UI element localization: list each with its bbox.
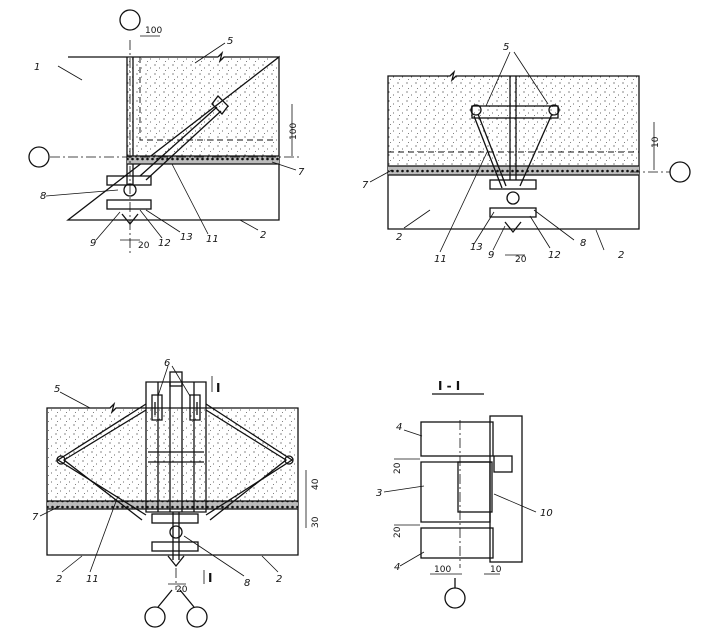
dimension-label: 20 <box>393 462 403 474</box>
callout-label: 3 <box>376 488 382 499</box>
callout-label: 10 <box>540 508 553 519</box>
bolt-node <box>169 525 183 539</box>
axis-marker-circle <box>144 606 166 628</box>
concrete-core <box>420 461 491 523</box>
callout-label: 1 <box>34 62 40 73</box>
callout-label: 2 <box>56 574 62 585</box>
dimension-label: 20 <box>176 585 188 595</box>
callout-label: 2 <box>276 574 282 585</box>
section-title: I - I <box>438 379 460 393</box>
dimension-label: 20 <box>393 526 403 538</box>
axis-marker-circle <box>669 161 691 183</box>
sealing-band <box>127 156 279 164</box>
section-mark: I <box>216 381 220 395</box>
sealing-band <box>47 501 298 509</box>
tie-rod-right <box>205 403 294 516</box>
dimension-label: 100 <box>434 565 451 575</box>
insulation-layer <box>388 76 639 166</box>
callout-label: 11 <box>434 254 447 265</box>
panel-upper <box>420 421 494 457</box>
bolt-node <box>506 191 520 205</box>
detail-top-right: 5 7 2 11 13 9 12 8 2 10 20 <box>362 42 691 265</box>
insulation-layer <box>47 408 298 501</box>
dimension-label: 100 <box>289 123 299 140</box>
callout-label: 9 <box>90 238 96 249</box>
callout-label: 13 <box>180 232 193 243</box>
dimension-label: 10 <box>490 565 502 575</box>
anchor-plate <box>211 95 229 115</box>
axis-marker-circle <box>119 9 141 31</box>
dimension-label: 10 <box>651 136 661 148</box>
callout-label: 2 <box>618 250 624 261</box>
callout-label: 7 <box>298 167 305 178</box>
callout-label: 8 <box>580 238 586 249</box>
callout-label: 11 <box>206 234 219 245</box>
panel-outline <box>46 401 299 556</box>
callout-label: 7 <box>362 180 369 191</box>
section-mark: I <box>208 571 212 585</box>
callout-label: 11 <box>86 574 99 585</box>
detail-top-left: 1 5 7 8 9 12 13 11 2 100 100 20 <box>28 9 305 255</box>
callout-label: 5 <box>227 36 233 47</box>
insulation-layer <box>127 57 279 156</box>
section-i-i: I - I 4 3 10 4 20 20 100 10 <box>376 379 553 609</box>
callout-label: 4 <box>396 422 402 433</box>
callout-label: 13 <box>470 242 483 253</box>
tie-rod-left <box>56 403 147 516</box>
insulation-layer <box>489 415 523 563</box>
axis-marker-circle <box>444 587 466 609</box>
callout-label: 12 <box>158 238 171 249</box>
dimension-label: 30 <box>311 516 321 528</box>
panel-outline <box>387 69 640 230</box>
callout-label: 8 <box>244 578 250 589</box>
column-profile <box>145 381 207 513</box>
callout-label: 9 <box>488 250 494 261</box>
dimension-label: 20 <box>138 241 150 251</box>
sealing-band <box>388 166 639 175</box>
callout-label: 5 <box>503 42 509 53</box>
panel-lower <box>420 527 494 559</box>
detail-bottom-left: 5 6 7 2 11 8 2 I I 40 30 20 <box>32 358 321 628</box>
callout-label: 12 <box>548 250 561 261</box>
dimension-label: 20 <box>515 255 527 265</box>
axis-marker-circle <box>28 146 50 168</box>
callout-label: 2 <box>396 232 402 243</box>
callout-label: 4 <box>394 562 400 573</box>
callout-label: 5 <box>54 384 60 395</box>
dimension-label: 100 <box>145 26 162 36</box>
panel-outline <box>66 50 280 221</box>
callout-label: 7 <box>32 512 39 523</box>
callout-label: 2 <box>260 230 266 241</box>
callout-label: 8 <box>40 191 46 202</box>
axis-marker-circle <box>186 606 208 628</box>
bolt-node <box>123 183 137 197</box>
callout-label: 6 <box>164 358 170 369</box>
dimension-label: 40 <box>311 478 321 490</box>
